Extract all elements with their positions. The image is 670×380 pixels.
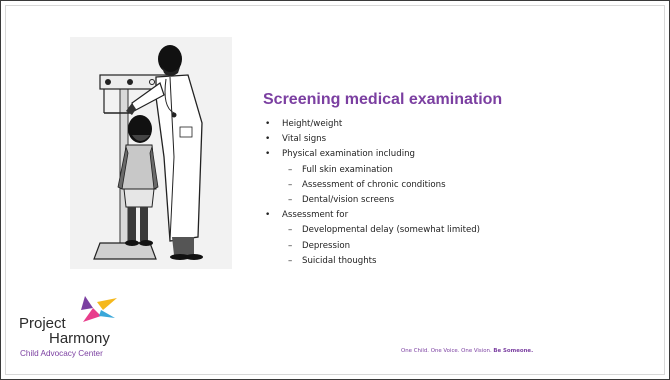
tagline-bold: Be Someone.: [493, 348, 534, 354]
star-logo-icon: [81, 296, 117, 322]
bullet-item: Height/weight: [264, 117, 480, 132]
project-harmony-logo: Project Harmony Child Advocacy Center: [17, 293, 187, 359]
footer-tagline: One Child. One Voice. One Vision. Be Som…: [401, 348, 533, 354]
slide-frame: [5, 5, 665, 375]
slide-title: Screening medical examination: [263, 91, 503, 108]
doctor-measuring-child-icon: [93, 45, 203, 260]
logo-word-project: Project: [19, 315, 66, 332]
sub-bullet-item: Suicidal thoughts: [264, 254, 480, 269]
sub-bullet-item: Assessment of chronic conditions: [264, 178, 480, 193]
doctor-measuring-child-illustration: [70, 37, 232, 269]
bullet-item: Physical examination including: [264, 147, 480, 162]
tagline-text: One Child. One Voice. One Vision.: [401, 348, 492, 354]
bullet-item: Assessment for: [264, 208, 480, 223]
logo-subtitle: Child Advocacy Center: [20, 349, 103, 358]
sub-bullet-item: Dental/vision screens: [264, 193, 480, 208]
bullet-list: Height/weight Vital signs Physical exami…: [264, 117, 480, 269]
sub-bullet-item: Developmental delay (somewhat limited): [264, 223, 480, 238]
sub-bullet-item: Full skin examination: [264, 163, 480, 178]
logo-word-harmony: Harmony: [49, 330, 110, 347]
bullet-item: Vital signs: [264, 132, 480, 147]
sub-bullet-item: Depression: [264, 239, 480, 254]
